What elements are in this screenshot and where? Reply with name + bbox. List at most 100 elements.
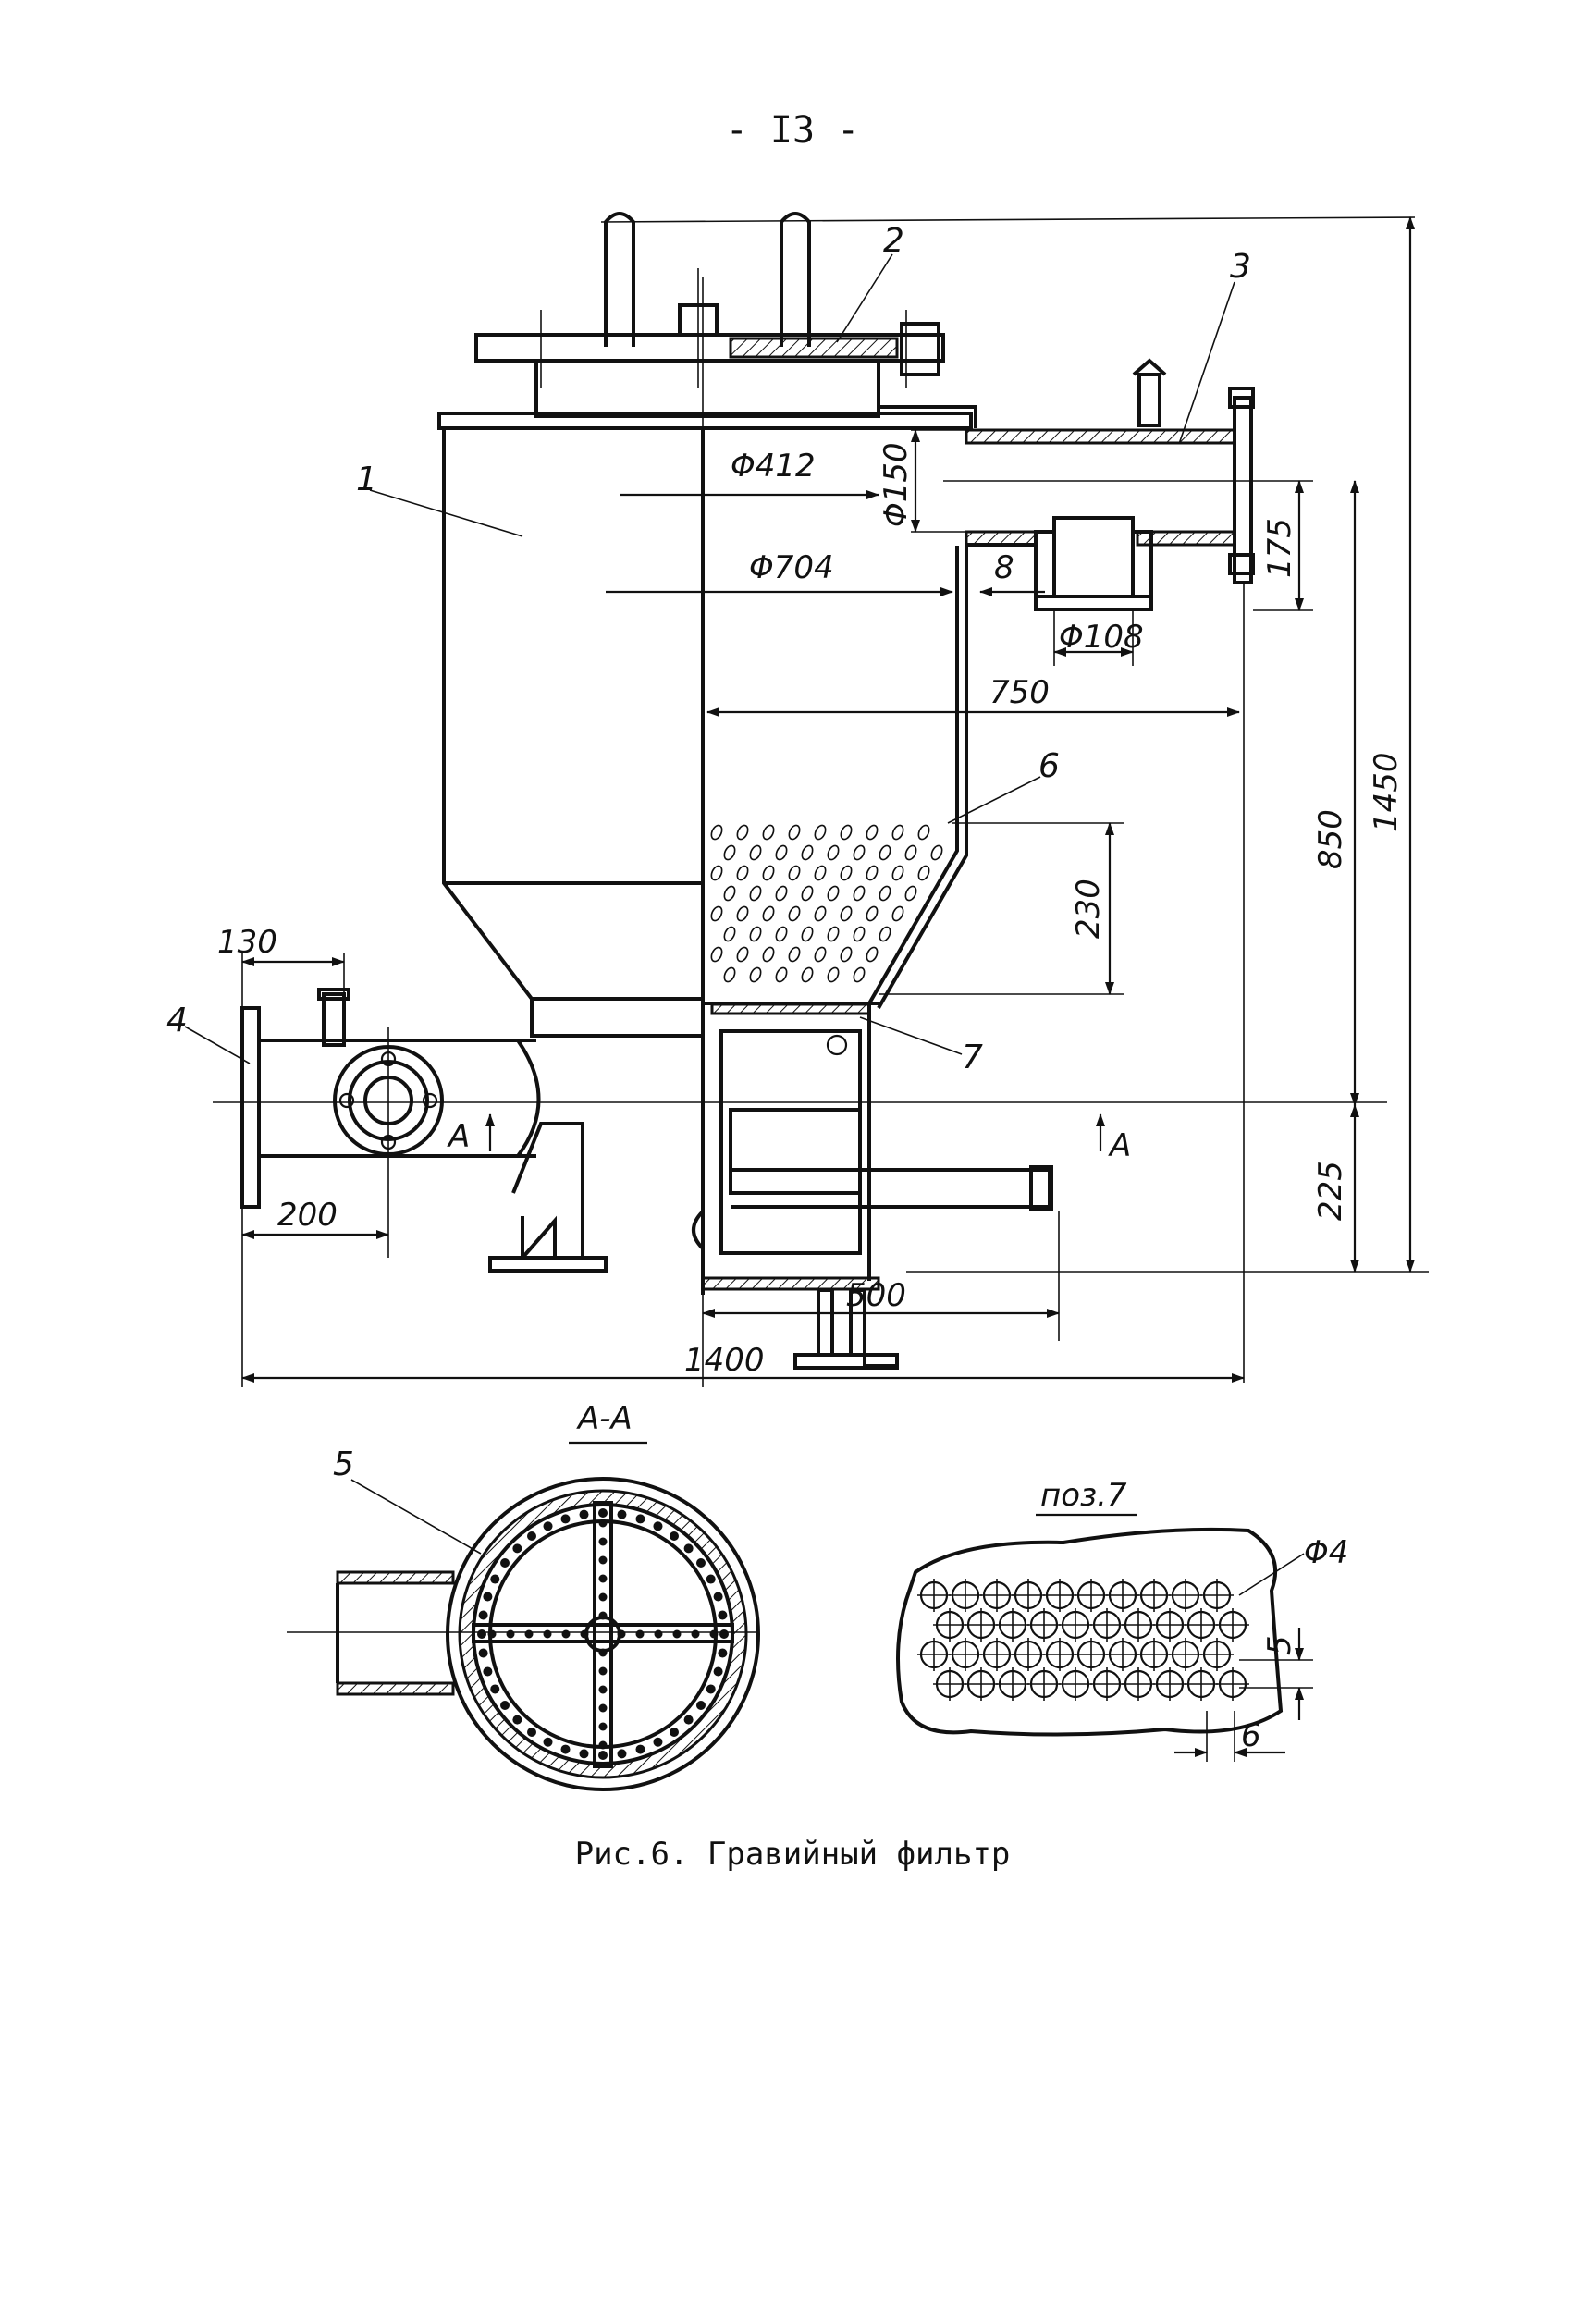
ring-hole bbox=[718, 1648, 728, 1658]
arm-hole bbox=[617, 1629, 626, 1639]
ring-hole bbox=[598, 1751, 608, 1760]
gravel-pebble bbox=[853, 844, 866, 861]
gravel-pebble bbox=[801, 885, 814, 902]
gravel-pebble bbox=[749, 885, 762, 902]
arm-hole bbox=[598, 1592, 608, 1602]
gravel-pebble bbox=[762, 946, 775, 963]
detail-pitch-v: 5 bbox=[1261, 1635, 1298, 1655]
ring-hole bbox=[706, 1684, 716, 1694]
ring-hole bbox=[713, 1666, 723, 1677]
gravel-pebble bbox=[788, 946, 801, 963]
gravel-pebble bbox=[801, 926, 814, 942]
ring-hole bbox=[579, 1509, 589, 1519]
arm-hole bbox=[672, 1629, 682, 1639]
dim-230: 230 bbox=[1070, 879, 1107, 939]
ring-hole bbox=[635, 1744, 645, 1754]
gravel-pebble bbox=[710, 946, 723, 963]
gravel-pebble bbox=[762, 865, 775, 881]
gravel-pebble bbox=[866, 865, 879, 881]
gravel-pebble bbox=[930, 844, 943, 861]
gravel-pebble bbox=[866, 946, 879, 963]
ring-hole bbox=[653, 1521, 663, 1531]
dim-412: Φ412 bbox=[731, 448, 816, 485]
callout-7: 7 bbox=[962, 1039, 983, 1076]
arm-hole bbox=[598, 1519, 608, 1528]
ring-hole bbox=[669, 1727, 679, 1737]
arm-hole bbox=[598, 1574, 608, 1583]
lower-chamber bbox=[692, 1029, 1053, 1291]
ring-hole bbox=[478, 1610, 488, 1620]
cover-plate bbox=[474, 268, 945, 388]
arm-hole bbox=[524, 1629, 534, 1639]
gravel-pebble bbox=[814, 905, 827, 922]
arm-hole bbox=[598, 1666, 608, 1676]
lifting-handles bbox=[600, 212, 1416, 347]
ring-hole bbox=[527, 1727, 537, 1737]
ring-hole bbox=[560, 1514, 571, 1524]
section-mark-right: A bbox=[1108, 1127, 1131, 1164]
gravel-pebble bbox=[801, 966, 814, 983]
gravel-pebble bbox=[904, 885, 917, 902]
dim-704: Φ704 bbox=[749, 549, 834, 586]
ring-hole bbox=[617, 1749, 627, 1759]
gravel-pebble bbox=[904, 844, 917, 861]
gravel-pebble bbox=[853, 885, 866, 902]
arm-hole bbox=[543, 1629, 552, 1639]
arm-hole bbox=[598, 1685, 608, 1694]
arm-hole bbox=[487, 1629, 497, 1639]
ring-hole bbox=[617, 1509, 627, 1519]
gravel-pebble bbox=[814, 865, 827, 881]
gravel-pebble bbox=[840, 946, 853, 963]
ring-hole bbox=[713, 1592, 723, 1602]
gravel-pebble bbox=[814, 946, 827, 963]
ring-hole bbox=[718, 1610, 728, 1620]
gravel-pebble bbox=[917, 824, 930, 841]
gravel-pebble bbox=[827, 966, 840, 983]
gravel-pebble bbox=[710, 905, 723, 922]
gravel-pebble bbox=[749, 966, 762, 983]
ring-hole bbox=[490, 1574, 500, 1584]
ring-hole bbox=[695, 1558, 706, 1568]
gravel-pebble bbox=[866, 905, 879, 922]
arm-hole bbox=[598, 1611, 608, 1620]
gravel-pebble bbox=[840, 865, 853, 881]
gravel-pebble bbox=[879, 844, 891, 861]
arm-hole bbox=[598, 1740, 608, 1750]
inlet-pipe bbox=[213, 988, 1387, 1258]
dim-850: 850 bbox=[1312, 809, 1349, 869]
dim-150: Φ150 bbox=[878, 442, 915, 527]
dim-225: 225 bbox=[1312, 1161, 1349, 1221]
arm-hole bbox=[691, 1629, 700, 1639]
gravel-pebble bbox=[775, 844, 788, 861]
gravel-pebble bbox=[891, 824, 904, 841]
section-a-a: A-A 5 bbox=[287, 1400, 760, 1791]
detail-pitch-h: 6 bbox=[1241, 1717, 1261, 1754]
gravel-pebble bbox=[723, 966, 736, 983]
gravel-pebble bbox=[736, 946, 749, 963]
arm-hole bbox=[598, 1703, 608, 1713]
distributor-holes bbox=[477, 1508, 729, 1760]
dimension-lines bbox=[184, 216, 1429, 1387]
detail-title: поз.7 bbox=[1040, 1477, 1127, 1514]
gravel-pebble bbox=[775, 966, 788, 983]
dim-1400: 1400 bbox=[684, 1342, 765, 1379]
arm-hole bbox=[506, 1629, 515, 1639]
ring-hole bbox=[483, 1666, 493, 1677]
dim-200: 200 bbox=[277, 1197, 338, 1234]
gravel-pebble bbox=[827, 844, 840, 861]
gravel-pebble bbox=[762, 905, 775, 922]
ring-hole bbox=[478, 1648, 488, 1658]
main-elevation: 1 2 3 4 6 7 Φ412 Φ704 8 Φ108 750 130 200… bbox=[166, 212, 1429, 1387]
gravel-pebble bbox=[879, 926, 891, 942]
ring-hole bbox=[500, 1700, 510, 1710]
section-title: A-A bbox=[576, 1400, 633, 1437]
arm-hole bbox=[709, 1629, 719, 1639]
arm-hole bbox=[598, 1537, 608, 1546]
ring-hole bbox=[695, 1700, 706, 1710]
gravel-pebble bbox=[891, 865, 904, 881]
callout-5: 5 bbox=[333, 1445, 354, 1483]
gravel-pebble bbox=[749, 926, 762, 942]
ring-hole bbox=[490, 1684, 500, 1694]
gravel-pebble bbox=[866, 824, 879, 841]
